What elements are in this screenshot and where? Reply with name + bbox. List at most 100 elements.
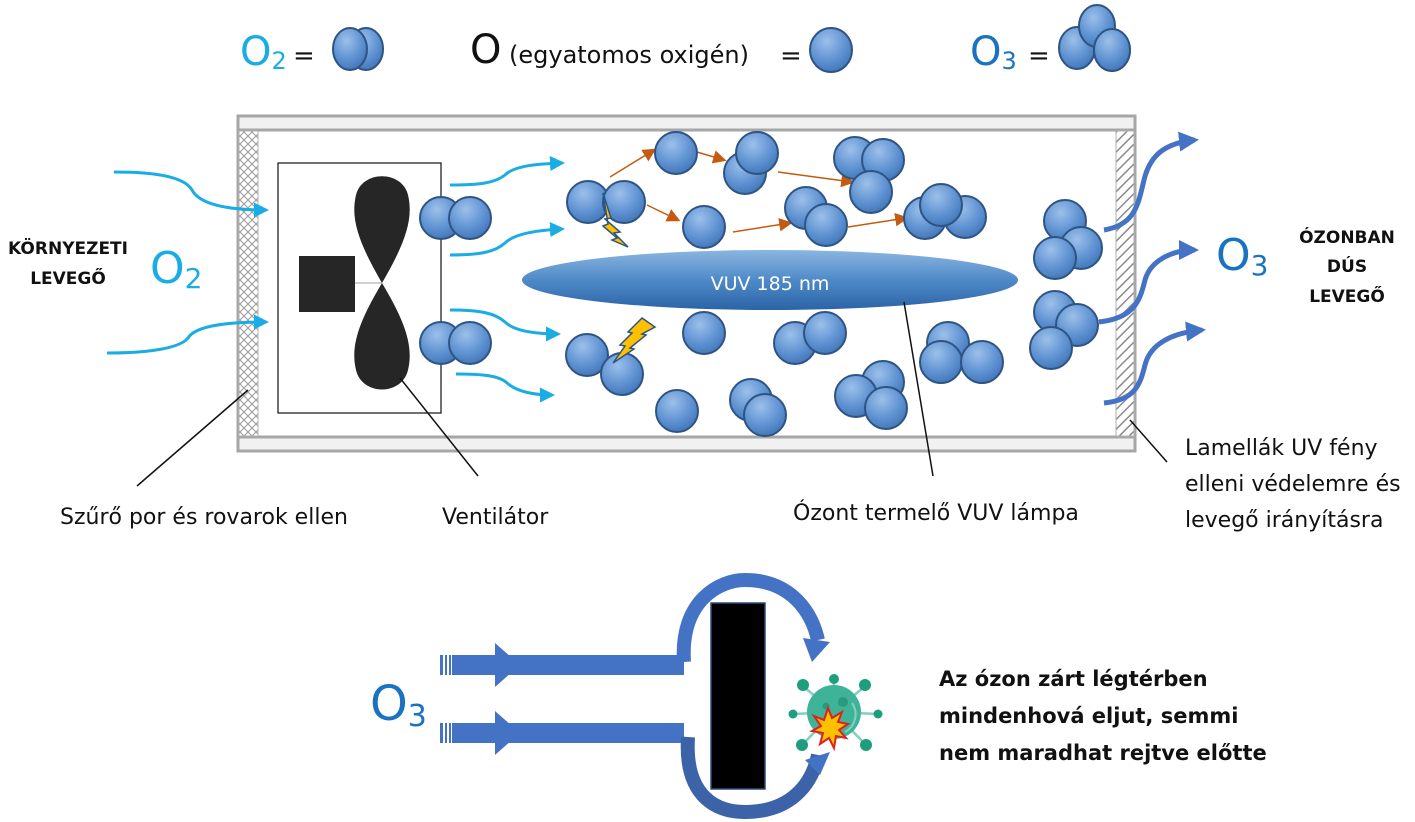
atom-sphere xyxy=(332,27,368,71)
legend-equals: = xyxy=(1028,41,1050,71)
fan-airflow-arrow xyxy=(455,372,555,403)
o2-molecule xyxy=(419,196,492,240)
bottom-text-line3: nem maradhat rejtve előtte xyxy=(939,741,1267,765)
reaction-arrow xyxy=(777,171,855,188)
louvers-callout-line3: levegő irányításra xyxy=(1185,508,1383,533)
atom-sphere xyxy=(1093,28,1131,72)
explosion-icon xyxy=(809,705,851,752)
atom-sphere xyxy=(654,131,698,175)
intake-label-line2: LEVEGŐ xyxy=(30,267,106,289)
atom-sphere xyxy=(1033,236,1077,280)
atom-sphere xyxy=(448,321,492,365)
o-atom xyxy=(682,205,726,249)
atom-sphere xyxy=(919,183,963,227)
exhaust-o3-formula: O3 xyxy=(1216,230,1268,282)
atom-sphere xyxy=(864,386,908,430)
o-atom xyxy=(655,389,699,433)
atom-sphere xyxy=(803,311,847,355)
lightning-icon xyxy=(601,192,629,248)
fan-callout-line xyxy=(399,377,479,477)
legend-o3-symbol: O3 xyxy=(970,29,1017,75)
filter-callout-label: Szűrő por és rovarok ellen xyxy=(60,505,348,530)
filter-callout-line xyxy=(136,389,249,487)
o3-molecule xyxy=(919,321,1004,384)
reaction-arrows xyxy=(609,148,909,233)
atom-sphere xyxy=(1029,326,1073,370)
bottom-text-line1: Az ózon zárt légtérben xyxy=(939,667,1208,691)
bottom-text-line2: mindenhová eljut, semmi xyxy=(939,704,1238,728)
exhaust-louvers xyxy=(1115,130,1135,437)
lamp-callout-label: Ózont termelő VUV lámpa xyxy=(793,500,1079,526)
o2-molecule xyxy=(784,186,848,247)
exhaust-airflow-arrow xyxy=(1098,240,1199,325)
lightning-icon xyxy=(612,317,657,364)
fan-callout-label: Ventilátor xyxy=(442,505,549,530)
ozone-curved-arrow xyxy=(680,736,825,820)
o-atom xyxy=(654,131,698,175)
vuv-lamp-label: VUV 185 nm xyxy=(711,273,830,295)
atom-sphere xyxy=(565,333,609,377)
ozone-curved-arrow-head xyxy=(805,752,830,775)
intake-airflow-arrow xyxy=(106,314,269,355)
exhaust-label-line3: LEVEGŐ xyxy=(1309,285,1385,307)
vuv-lamp: VUV 185 nm xyxy=(522,250,1018,310)
atom-sphere xyxy=(960,340,1004,384)
fan-airflow-arrow xyxy=(449,222,565,257)
lamp-callout-line xyxy=(903,301,934,477)
o3-molecule xyxy=(1029,290,1099,370)
reaction-arrow xyxy=(732,218,793,233)
intake-airflow-arrow xyxy=(113,170,269,218)
ozone-flow-arrow xyxy=(440,643,684,687)
atom-sphere xyxy=(849,170,893,214)
atom-sphere xyxy=(600,352,644,396)
fan-unit xyxy=(277,162,442,414)
legend-o3-molecule-icon xyxy=(1058,4,1131,72)
exhaust-label-line2: DÚS xyxy=(1327,255,1367,277)
o2-molecule-splitting xyxy=(566,180,646,224)
intake-label-line1: KÖRNYEZETI xyxy=(8,237,128,259)
o3-molecule xyxy=(833,136,905,214)
atom-sphere xyxy=(919,340,963,384)
fan-blade-bottom-icon xyxy=(354,283,410,390)
o2-molecule xyxy=(723,131,779,195)
legend-o-description: (egyatomos oxigén) xyxy=(509,41,749,69)
atom-sphere xyxy=(602,180,646,224)
o-atom xyxy=(682,311,726,355)
reaction-arrow xyxy=(609,148,657,178)
legend-equals: = xyxy=(293,41,315,71)
reaction-arrow xyxy=(646,204,681,222)
o3-molecule xyxy=(1033,199,1103,280)
fan-blade-top-icon xyxy=(354,176,410,283)
fan-airflow-arrow xyxy=(449,308,561,342)
molecules-layer xyxy=(419,131,1103,437)
obstacle-block xyxy=(710,602,766,790)
louvers-callout-line xyxy=(1129,419,1168,463)
fan-motor-icon xyxy=(299,256,355,312)
fan-airflow-arrow xyxy=(449,156,565,187)
o2-molecule xyxy=(773,311,847,365)
ozone-curved-arrow xyxy=(676,572,825,663)
ozone-penetration-illustration: O3 xyxy=(370,572,1267,820)
o3-molecule xyxy=(903,183,987,240)
atom-sphere xyxy=(743,393,787,437)
legend-o-atom-icon xyxy=(809,27,853,73)
atom-sphere xyxy=(682,205,726,249)
legend-equals: = xyxy=(780,41,802,71)
o2-molecule xyxy=(419,321,492,365)
legend-o2-symbol: O2 xyxy=(240,29,287,75)
ozone-flow-arrow xyxy=(440,711,684,755)
louvers-callout-line1: Lamellák UV fény xyxy=(1185,436,1378,461)
atom-sphere xyxy=(655,389,699,433)
atom-sphere xyxy=(809,27,853,73)
intake-filter xyxy=(238,130,259,437)
o3-molecule xyxy=(834,360,908,430)
atom-sphere xyxy=(448,196,492,240)
o2-molecule xyxy=(729,378,787,437)
vuv-lamp-tube xyxy=(522,250,1018,310)
legend-o-symbol: O xyxy=(470,27,501,73)
legend: O2 = O (egyatomos oxigén) = O3 = xyxy=(240,4,1131,75)
exhaust-airflow-arrow xyxy=(1103,131,1199,233)
louvers-callout-line2: elleni védelemre és xyxy=(1185,472,1401,497)
ozone-curved-arrow-head xyxy=(803,638,830,662)
